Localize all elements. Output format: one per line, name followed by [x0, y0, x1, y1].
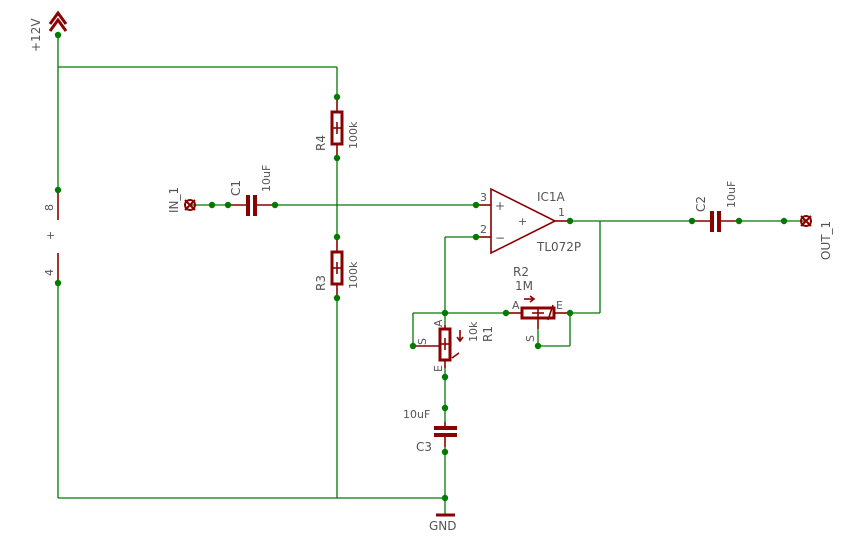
supply-symbol: +12V	[29, 10, 68, 52]
junction-dot	[441, 309, 449, 317]
opamp-value: TL072P	[536, 240, 581, 254]
supply-arrow-lower	[48, 17, 68, 32]
junction-dot	[566, 217, 574, 225]
junction-dot	[271, 201, 279, 209]
junction-dot	[780, 217, 788, 225]
junction-dot	[333, 233, 341, 241]
opamp-pin2: 2	[480, 223, 487, 236]
output-terminal	[800, 215, 812, 227]
junction-dot	[472, 201, 480, 209]
ground-label: GND	[429, 519, 457, 533]
r4-name: R4	[314, 135, 328, 151]
c1-value: 10uF	[260, 165, 273, 192]
r1-arrow-icon	[456, 336, 464, 343]
c3-plate-bottom	[434, 433, 457, 437]
opamp-ic1a[interactable]: + − + 3 2 1 IC1A TL072P	[476, 187, 581, 255]
opamp-name: IC1A	[537, 190, 566, 204]
junction-dot	[441, 448, 449, 456]
capacitor-c3[interactable]: 10uF C3	[403, 408, 457, 454]
r1-trim-slash	[451, 352, 460, 359]
opamp-center-plus: +	[518, 215, 527, 228]
junction-dot	[472, 233, 480, 241]
r2-value: 1M	[515, 279, 533, 293]
opamp-pin3: 3	[480, 191, 487, 204]
opamp-power-pins: 8 + 4	[43, 190, 59, 283]
r2-pin-a: A	[512, 299, 520, 312]
junction-dot	[333, 93, 341, 101]
junction-dot	[409, 342, 417, 350]
r4-value: 100k	[347, 121, 360, 149]
r1-pin-e: E	[432, 365, 445, 372]
trimmer-r2[interactable]: R2 1M A E S	[506, 265, 570, 342]
junctions	[54, 31, 788, 502]
opamp-pin1: 1	[558, 206, 565, 219]
junction-dot	[566, 309, 574, 317]
power-pin4-label: 4	[43, 269, 56, 276]
r2-arrow-icon	[529, 295, 536, 303]
resistor-r4[interactable]: R4 100k	[314, 97, 360, 158]
c1-plate-right	[253, 195, 257, 216]
supply-label: +12V	[29, 18, 43, 52]
junction-dot	[441, 404, 449, 412]
output-terminal-x2	[800, 215, 812, 227]
opamp-minus-sign: −	[495, 231, 505, 245]
power-sign: +	[44, 231, 57, 240]
junction-dot	[441, 373, 449, 381]
r2-pin-e: E	[556, 299, 563, 312]
trimmer-r1[interactable]: R1 10k A E S	[413, 319, 495, 372]
junction-dot	[54, 279, 62, 287]
c3-plate-top	[434, 426, 457, 430]
junction-dot	[54, 31, 62, 39]
capacitor-c1[interactable]: C1 10uF	[228, 165, 275, 216]
r2-trim-slash	[547, 304, 554, 321]
r2-pin-s: S	[524, 335, 537, 342]
c1-plate-left	[246, 195, 250, 216]
c2-name: C2	[694, 196, 708, 212]
r1-pin-s: S	[416, 338, 429, 345]
r2-name: R2	[513, 265, 529, 279]
junction-dot	[333, 294, 341, 302]
c3-name: C3	[416, 440, 432, 454]
power-pin8-label: 8	[43, 204, 56, 211]
wires	[57, 35, 806, 515]
junction-dot	[441, 494, 449, 502]
input-label: IN_1	[167, 187, 181, 213]
r3-value: 100k	[347, 261, 360, 289]
capacitor-c2[interactable]: C2 10uF	[692, 181, 739, 232]
junction-dot	[208, 201, 216, 209]
r3-name: R3	[314, 275, 328, 291]
c3-value: 10uF	[403, 408, 430, 421]
junction-dot	[54, 186, 62, 194]
output-connector[interactable]: OUT_1	[800, 215, 833, 260]
c2-plate-right	[717, 211, 721, 232]
junction-dot	[502, 309, 510, 317]
junction-dot	[735, 217, 743, 225]
r1-pin-a: A	[432, 319, 445, 327]
junction-dot	[333, 154, 341, 162]
supply-arrow-upper	[48, 10, 68, 25]
input-terminal	[184, 199, 196, 211]
c2-value: 10uF	[725, 181, 738, 208]
r1-name: R1	[481, 326, 495, 342]
junction-dot	[534, 342, 542, 350]
r1-value: 10k	[467, 321, 480, 342]
c1-name: C1	[229, 180, 243, 196]
resistor-r3[interactable]: R3 100k	[314, 237, 360, 298]
junction-dot	[688, 217, 696, 225]
input-terminal-x2	[184, 199, 196, 211]
input-connector[interactable]: IN_1	[167, 187, 196, 213]
opamp-plus-sign: +	[495, 199, 505, 213]
output-label: OUT_1	[819, 221, 833, 260]
c2-plate-left	[710, 211, 714, 232]
junction-dot	[224, 201, 232, 209]
opamp-triangle	[490, 187, 557, 255]
ground-symbol: GND	[429, 513, 457, 533]
